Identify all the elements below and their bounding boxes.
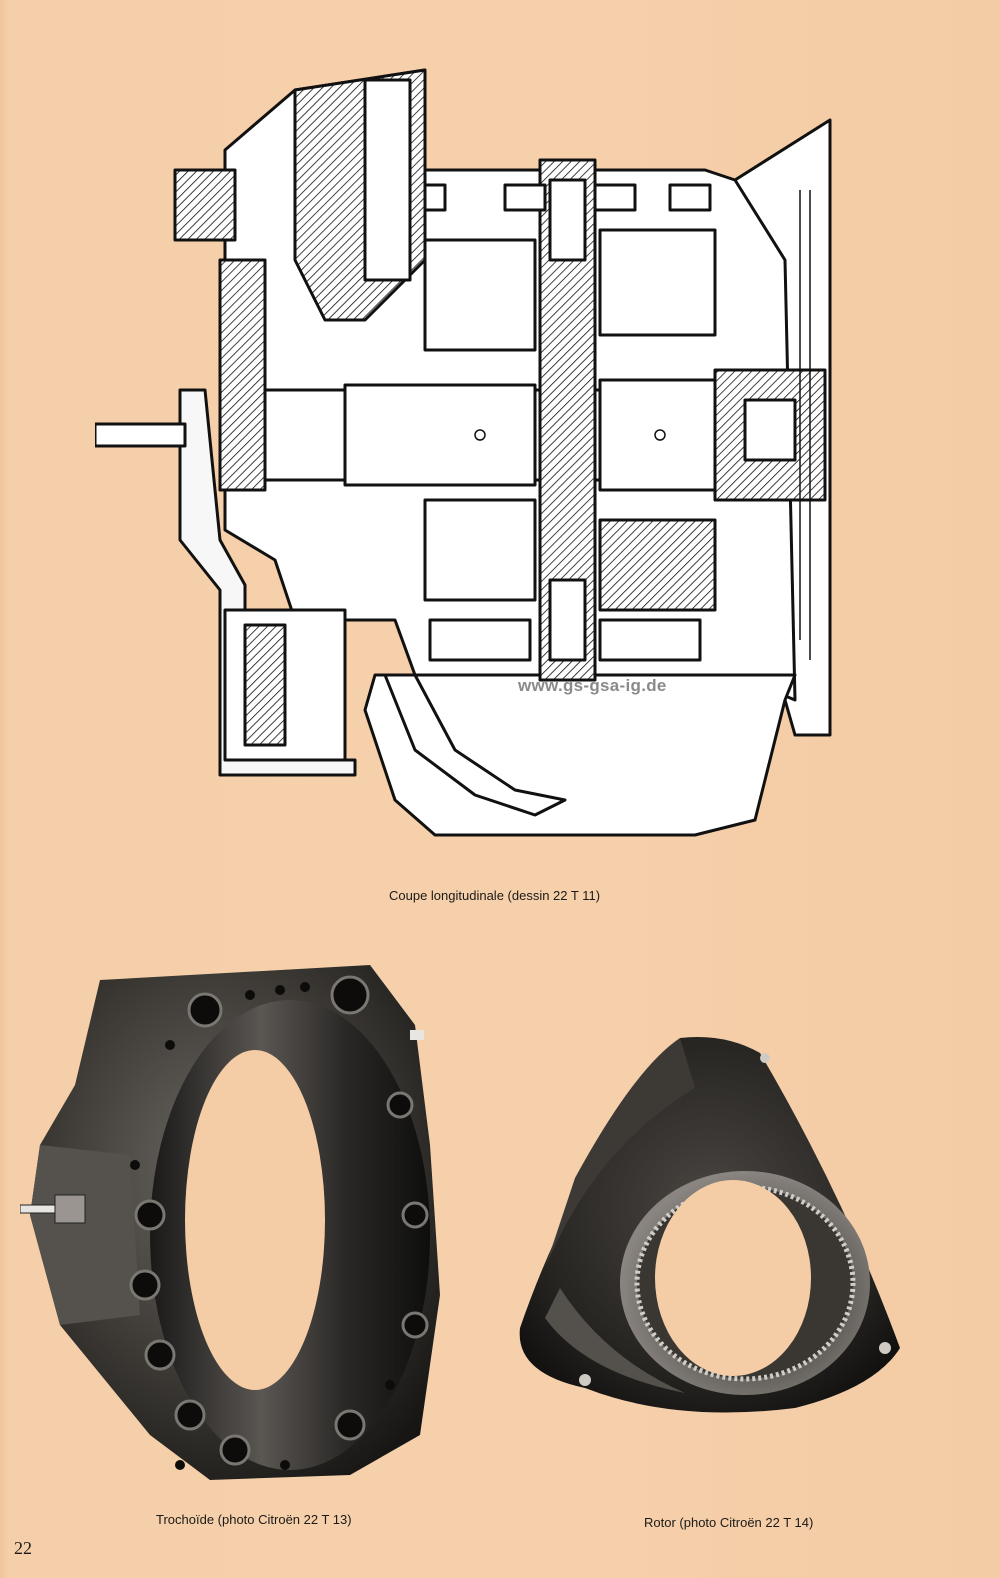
section-caption: Coupe longitudinale (dessin 22 T 11) <box>389 888 601 903</box>
trochoid-photo <box>20 965 440 1480</box>
trochoid-caption: Trochoïde (photo Citroën 22 T 13) <box>156 1512 352 1527</box>
engine-section-drawing <box>95 68 832 837</box>
page-number: 22 <box>14 1538 32 1558</box>
rotor-caption: Rotor (photo Citroën 22 T 14) <box>644 1515 814 1530</box>
watermark: www.gs-gsa-ig.de <box>518 676 667 695</box>
rotor-photo <box>519 1037 900 1413</box>
